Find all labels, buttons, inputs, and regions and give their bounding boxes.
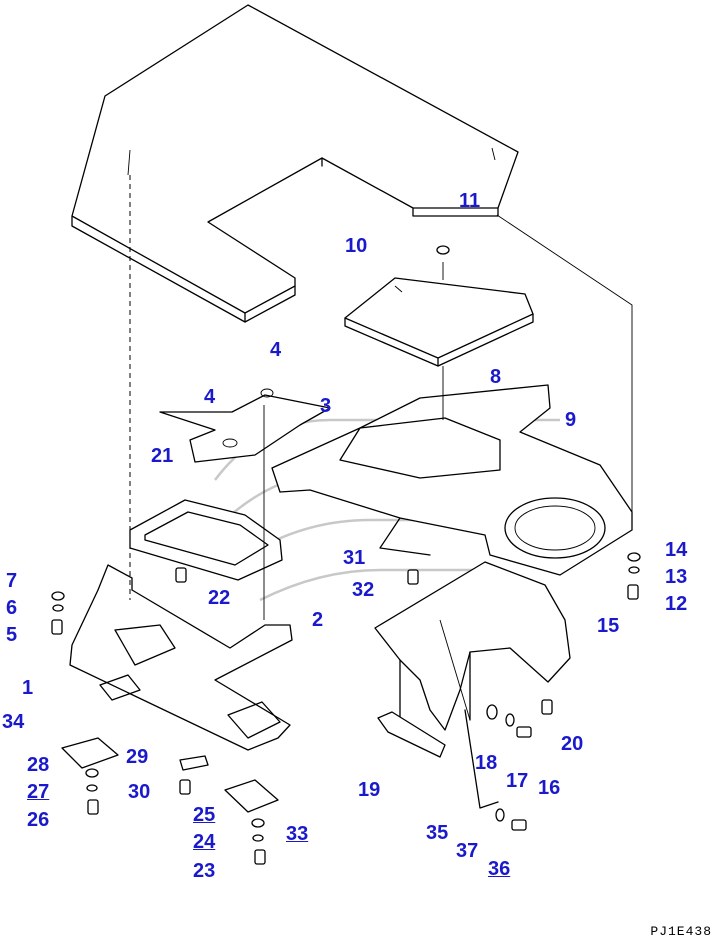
floor-mat-outline (71, 4, 519, 323)
callout-10[interactable]: 10 (345, 235, 368, 257)
callout-12[interactable]: 12 (665, 593, 688, 615)
callout-27[interactable]: 27 (27, 781, 50, 803)
callout-31[interactable]: 31 (343, 547, 366, 569)
callout-35[interactable]: 35 (426, 822, 449, 844)
callout-28[interactable]: 28 (27, 754, 50, 776)
callout-21[interactable]: 21 (151, 445, 174, 467)
callout-30[interactable]: 30 (128, 781, 151, 803)
frame-21 (129, 499, 283, 581)
callout-13[interactable]: 13 (665, 566, 688, 588)
callout-6[interactable]: 6 (6, 597, 18, 619)
callout-18[interactable]: 18 (475, 752, 498, 774)
callout-14[interactable]: 14 (665, 539, 688, 561)
callout-9[interactable]: 9 (565, 409, 577, 431)
cover-15 (374, 561, 571, 731)
callout-24[interactable]: 24 (193, 831, 216, 853)
fastener-icons (51, 245, 641, 865)
callout-7[interactable]: 7 (6, 570, 18, 592)
callout-34[interactable]: 34 (2, 711, 25, 733)
channel-19 (377, 711, 446, 758)
pad-33 (224, 779, 279, 813)
callout-4-upper[interactable]: 4 (270, 339, 282, 361)
callout-8[interactable]: 8 (490, 366, 502, 388)
assembly-lines (129, 175, 633, 721)
callout-2[interactable]: 2 (312, 609, 324, 631)
callout-36[interactable]: 36 (488, 858, 511, 880)
callout-19[interactable]: 19 (358, 779, 381, 801)
callout-16[interactable]: 16 (538, 777, 561, 799)
callout-37[interactable]: 37 (456, 840, 479, 862)
drawing-code: PJ1E438 (650, 924, 712, 939)
callout-22[interactable]: 22 (208, 587, 231, 609)
pad-34 (61, 737, 119, 769)
bracket-plate-3 (159, 388, 331, 463)
floor-plate-8 (271, 384, 633, 576)
callout-26[interactable]: 26 (27, 809, 50, 831)
callout-11[interactable]: 11 (459, 190, 481, 212)
rod-35 (464, 709, 499, 809)
callout-20[interactable]: 20 (561, 733, 584, 755)
callout-17[interactable]: 17 (506, 770, 529, 792)
clip-29 (179, 755, 209, 771)
callout-25[interactable]: 25 (193, 804, 216, 826)
callout-15[interactable]: 15 (597, 615, 620, 637)
callout-33[interactable]: 33 (286, 823, 309, 845)
callout-32[interactable]: 32 (352, 579, 375, 601)
floor-plate-1 (69, 564, 293, 751)
callout-4-lower[interactable]: 4 (204, 386, 216, 408)
callout-29[interactable]: 29 (126, 746, 149, 768)
callout-5[interactable]: 5 (6, 624, 18, 646)
callout-1[interactable]: 1 (22, 677, 34, 699)
callout-3[interactable]: 3 (320, 395, 332, 417)
cover-plate-10 (344, 277, 534, 367)
callout-23[interactable]: 23 (193, 860, 216, 882)
